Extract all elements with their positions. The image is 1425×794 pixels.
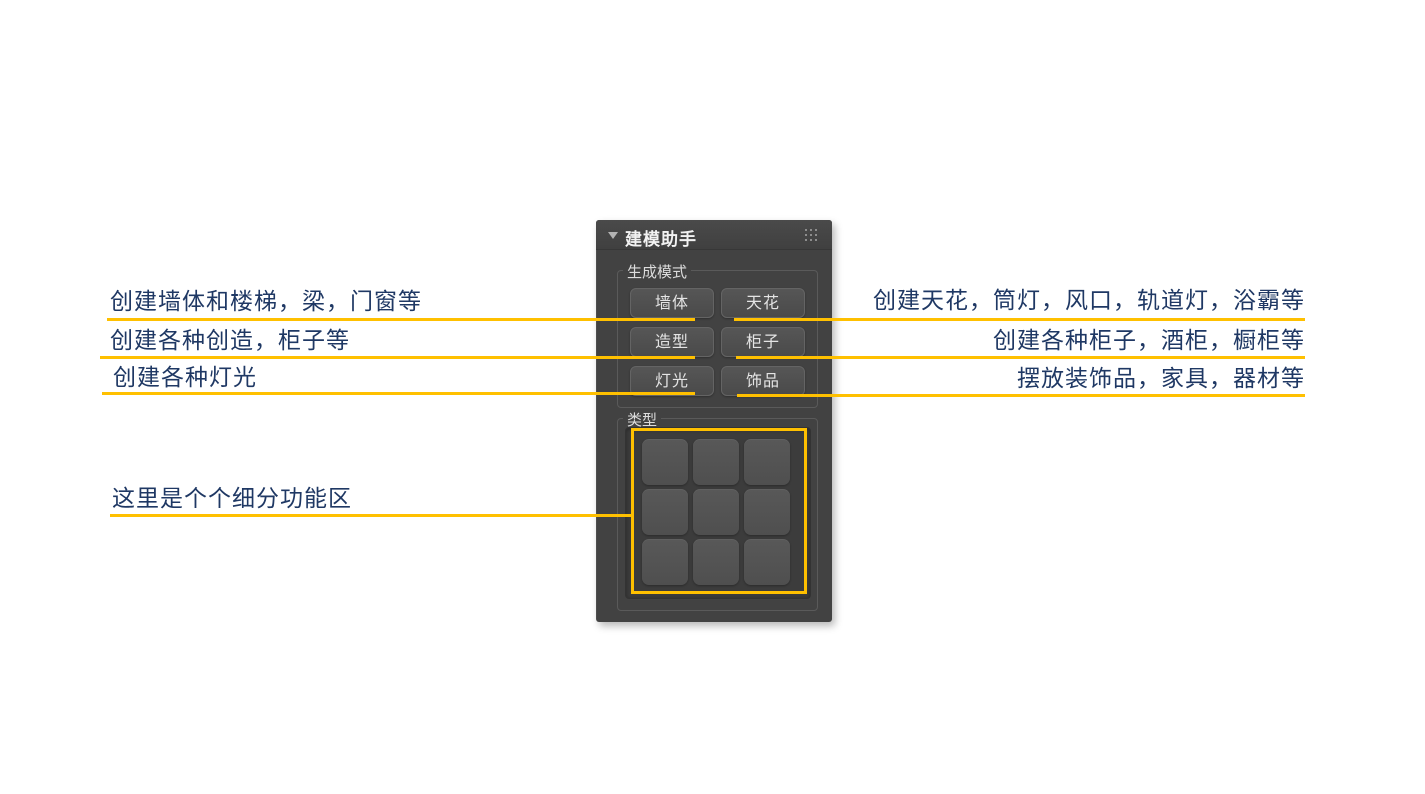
group-generate-label: 生成模式 bbox=[623, 261, 692, 282]
type-grid-cell[interactable] bbox=[693, 489, 739, 535]
button-cabinet[interactable]: 柜子 bbox=[721, 327, 805, 357]
button-light[interactable]: 灯光 bbox=[630, 366, 714, 396]
panel-title: 建模助手 bbox=[625, 230, 697, 249]
annotation-shape-note: 创建各种创造，柜子等 bbox=[110, 328, 350, 354]
annotation-light-note: 创建各种灯光 bbox=[113, 365, 257, 391]
leader-line-ceiling bbox=[734, 318, 1305, 321]
leader-line-wall bbox=[107, 318, 695, 321]
type-grid-cell[interactable] bbox=[642, 489, 688, 535]
button-ceiling[interactable]: 天花 bbox=[721, 288, 805, 318]
type-grid-cell[interactable] bbox=[744, 539, 790, 585]
type-grid-cell[interactable] bbox=[693, 439, 739, 485]
type-grid-cell[interactable] bbox=[642, 439, 688, 485]
button-decoration[interactable]: 饰品 bbox=[721, 366, 805, 396]
grip-dots-icon[interactable] bbox=[805, 229, 807, 231]
annotation-wall-note: 创建墙体和楼梯，梁，门窗等 bbox=[110, 289, 422, 315]
leader-line-grid bbox=[110, 514, 631, 517]
annotation-grid-note: 这里是个个细分功能区 bbox=[112, 486, 352, 512]
type-grid-cell[interactable] bbox=[744, 439, 790, 485]
triangle-down-icon[interactable] bbox=[608, 232, 618, 239]
type-grid bbox=[625, 427, 811, 599]
button-shape[interactable]: 造型 bbox=[630, 327, 714, 357]
button-wall[interactable]: 墙体 bbox=[630, 288, 714, 318]
leader-line-shape bbox=[100, 356, 695, 359]
type-grid-cell[interactable] bbox=[693, 539, 739, 585]
modeling-assistant-panel: 建模助手 生成模式 墙体 天花 造型 柜子 灯光 饰品 类型 bbox=[596, 220, 832, 622]
group-generate-mode: 生成模式 bbox=[617, 261, 818, 408]
annotation-cabinet-note: 创建各种柜子，酒柜，橱柜等 bbox=[993, 328, 1305, 354]
leader-line-cabinet bbox=[736, 356, 1305, 359]
annotation-decoration-note: 摆放装饰品，家具，器材等 bbox=[1017, 366, 1305, 392]
grid-highlight-rectangle bbox=[631, 428, 807, 594]
leader-line-light bbox=[102, 392, 695, 395]
type-grid-cell[interactable] bbox=[642, 539, 688, 585]
annotation-ceiling-note: 创建天花，筒灯，风口，轨道灯，浴霸等 bbox=[873, 288, 1305, 314]
group-type-label: 类型 bbox=[623, 409, 662, 430]
leader-line-decoration bbox=[737, 394, 1305, 397]
type-grid-cell[interactable] bbox=[744, 489, 790, 535]
rollout-header[interactable]: 建模助手 bbox=[596, 220, 832, 250]
